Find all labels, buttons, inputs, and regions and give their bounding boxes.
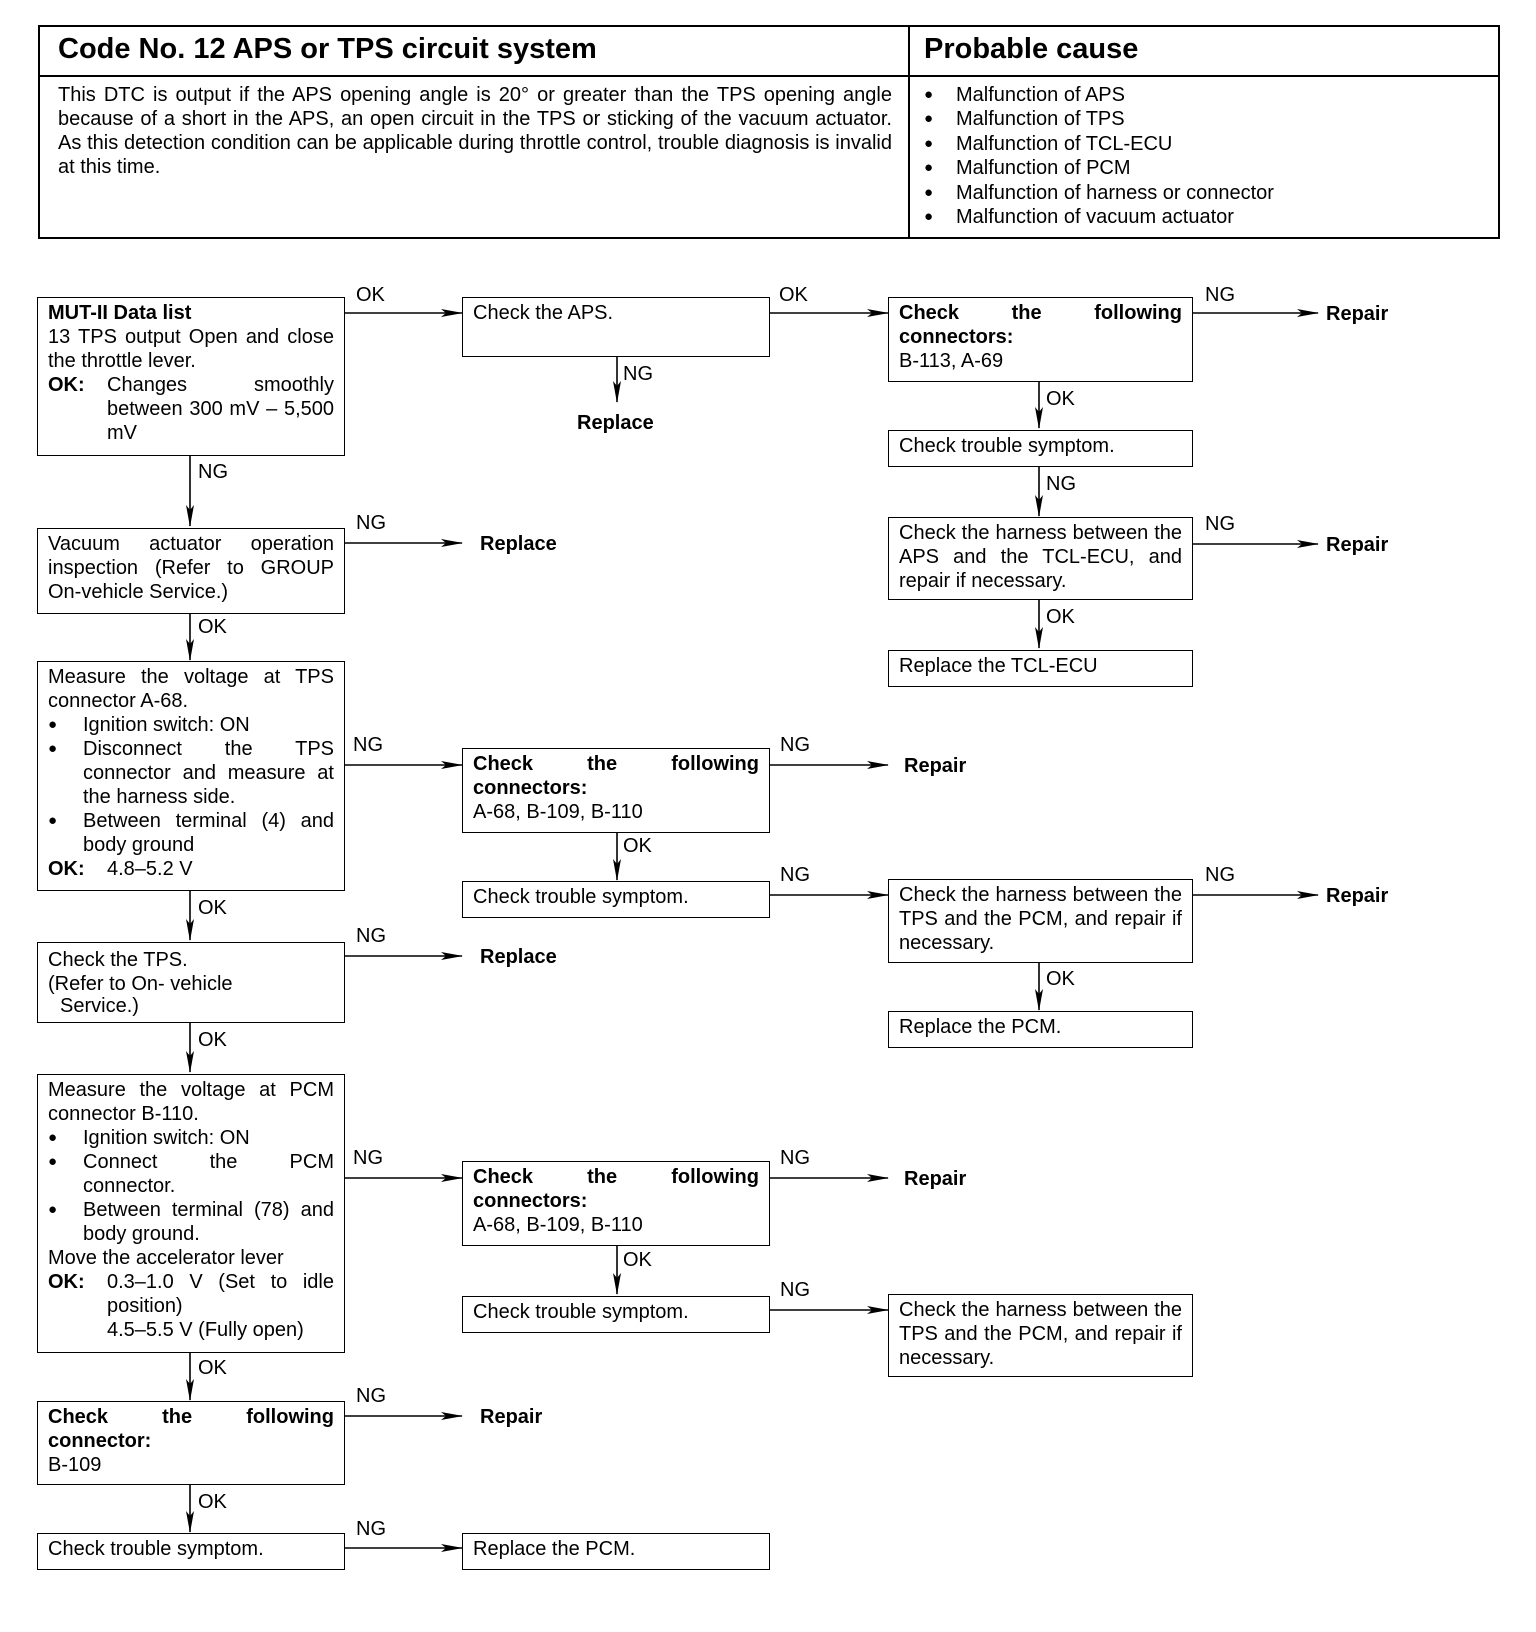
label-ok: OK — [779, 284, 808, 306]
probable-cause-list: Malfunction of APS Malfunction of TPS Ma… — [922, 83, 1274, 230]
dtc-title: Code No. 12 APS or TPS circuit system — [58, 33, 597, 65]
cause-item: Malfunction of harness or connector — [922, 181, 1274, 206]
bullet-item: Disconnect the TPS connector and measure… — [48, 737, 334, 809]
label-ng: NG — [353, 734, 383, 756]
step-connector-b109: Check the following connector: B-109 — [37, 1401, 345, 1485]
label-ng: NG — [198, 461, 228, 483]
step-text: Service.) — [60, 995, 139, 1017]
step-title: Check the following connector: — [48, 1406, 334, 1452]
label-ng: NG — [1205, 513, 1235, 535]
step-replace-tcl-ecu: Replace the TCL-ECU — [888, 650, 1193, 687]
label-ng: NG — [356, 1518, 386, 1540]
step-check-symptom-3: Check trouble symptom. — [462, 1296, 770, 1333]
connector-list: B-113, A-69 — [899, 350, 1004, 372]
ok-criteria: OK: 0.3–1.0 V (Set to idle position) 4.5… — [48, 1271, 334, 1341]
step-text: 13 TPS output Open and close the throttl… — [48, 326, 334, 372]
result-repair: Repair — [1326, 885, 1389, 907]
bullet-item: Between terminal (78) and body ground. — [48, 1198, 334, 1246]
cause-item: Malfunction of APS — [922, 83, 1274, 108]
ok-criteria: OK: 4.8–5.2 V — [48, 858, 193, 880]
step-check-symptom-2: Check trouble symptom. — [462, 881, 770, 918]
step-title: Check the following connectors: — [899, 302, 1182, 348]
step-check-aps: Check the APS. — [462, 297, 770, 357]
header-rule — [40, 75, 1498, 77]
step-harness-aps-tcl: Check the harness between the APS and th… — [888, 517, 1193, 600]
result-repair: Repair — [904, 1168, 967, 1190]
connector-list: A-68, B-109, B-110 — [473, 1214, 643, 1236]
bullet-item: Ignition switch: ON — [48, 1126, 334, 1150]
cause-item: Malfunction of TPS — [922, 107, 1274, 132]
step-title: Check the following connectors: — [473, 753, 759, 799]
step-vacuum-actuator: Vacuum actuator operation inspection (Re… — [37, 528, 345, 614]
label-ok: OK — [198, 1491, 227, 1513]
cause-item: Malfunction of vacuum actuator — [922, 205, 1274, 230]
label-ng: NG — [780, 1147, 810, 1169]
step-harness-tps-pcm-1: Check the harness between the TPS and th… — [888, 879, 1193, 963]
step-connectors-b113: Check the following connectors: B-113, A… — [888, 297, 1193, 382]
step-text: Move the accelerator lever — [48, 1247, 284, 1269]
label-ok: OK — [1046, 388, 1075, 410]
ok-value: 4.5–5.5 V (Fully open) — [107, 1319, 304, 1341]
label-ng: NG — [623, 363, 653, 385]
ok-value: 0.3–1.0 V (Set to idle position) — [107, 1271, 334, 1317]
connector-list: A-68, B-109, B-110 — [473, 801, 643, 823]
label-ok: OK — [198, 1357, 227, 1379]
dtc-description: This DTC is output if the APS opening an… — [58, 84, 892, 178]
step-connectors-a68-1: Check the following connectors: A-68, B-… — [462, 748, 770, 833]
step-text: Check the TPS. — [48, 949, 188, 971]
step-tps-voltage: Measure the voltage at TPS connector A-6… — [37, 661, 345, 891]
label-ng: NG — [356, 512, 386, 534]
label-ng: NG — [353, 1147, 383, 1169]
label-ok: OK — [198, 897, 227, 919]
label-ok: OK — [1046, 606, 1075, 628]
step-harness-tps-pcm-2: Check the harness between the TPS and th… — [888, 1294, 1193, 1377]
bullet-item: Ignition switch: ON — [48, 713, 334, 737]
dtc-header-table: Code No. 12 APS or TPS circuit system Pr… — [38, 25, 1500, 239]
label-ok: OK — [623, 835, 652, 857]
label-ng: NG — [780, 1279, 810, 1301]
step-text: Measure the voltage at PCM connector B-1… — [48, 1079, 334, 1125]
step-mut-data-list: MUT-II Data list 13 TPS output Open and … — [37, 297, 345, 456]
label-ng: NG — [780, 734, 810, 756]
label-ok: OK — [623, 1249, 652, 1271]
step-check-tps: Check the TPS. (Refer to On- vehicle Ser… — [37, 942, 345, 1023]
bullet-item: Connect the PCM connector. — [48, 1150, 334, 1198]
result-repair: Repair — [480, 1406, 543, 1428]
step-check-symptom-1: Check trouble symptom. — [888, 430, 1193, 467]
step-title: MUT-II Data list — [48, 302, 192, 324]
label-ng: NG — [356, 925, 386, 947]
step-title: Check the following connectors: — [473, 1166, 759, 1212]
step-pcm-voltage: Measure the voltage at PCM connector B-1… — [37, 1074, 345, 1353]
result-repair: Repair — [1326, 303, 1389, 325]
label-ng: NG — [1046, 473, 1076, 495]
bullet-item: Between terminal (4) and body ground — [48, 809, 334, 857]
cause-item: Malfunction of PCM — [922, 156, 1274, 181]
label-ok: OK — [1046, 968, 1075, 990]
label-ng: NG — [1205, 284, 1235, 306]
label-ok: OK — [198, 616, 227, 638]
label-ng: NG — [1205, 864, 1235, 886]
step-text: (Refer to On- vehicle — [48, 973, 233, 995]
result-repair: Repair — [904, 755, 967, 777]
step-replace-pcm-2: Replace the PCM. — [462, 1533, 770, 1570]
label-ok: OK — [356, 284, 385, 306]
connector-list: B-109 — [48, 1454, 102, 1476]
cause-item: Malfunction of TCL-ECU — [922, 132, 1274, 157]
step-connectors-a68-2: Check the following connectors: A-68, B-… — [462, 1161, 770, 1246]
label-ok: OK — [198, 1029, 227, 1051]
step-replace-pcm-1: Replace the PCM. — [888, 1011, 1193, 1048]
result-replace: Replace — [577, 412, 654, 434]
step-text: Measure the voltage at TPS connector A-6… — [48, 666, 334, 712]
step-check-symptom-4: Check trouble symptom. — [37, 1533, 345, 1570]
label-ng: NG — [780, 864, 810, 886]
probable-cause-title: Probable cause — [924, 33, 1139, 65]
header-divider — [908, 27, 910, 237]
ok-criteria: OK: Changes smoothly between 300 mV – 5,… — [48, 374, 334, 444]
result-replace: Replace — [480, 533, 557, 555]
result-repair: Repair — [1326, 534, 1389, 556]
result-replace: Replace — [480, 946, 557, 968]
label-ng: NG — [356, 1385, 386, 1407]
